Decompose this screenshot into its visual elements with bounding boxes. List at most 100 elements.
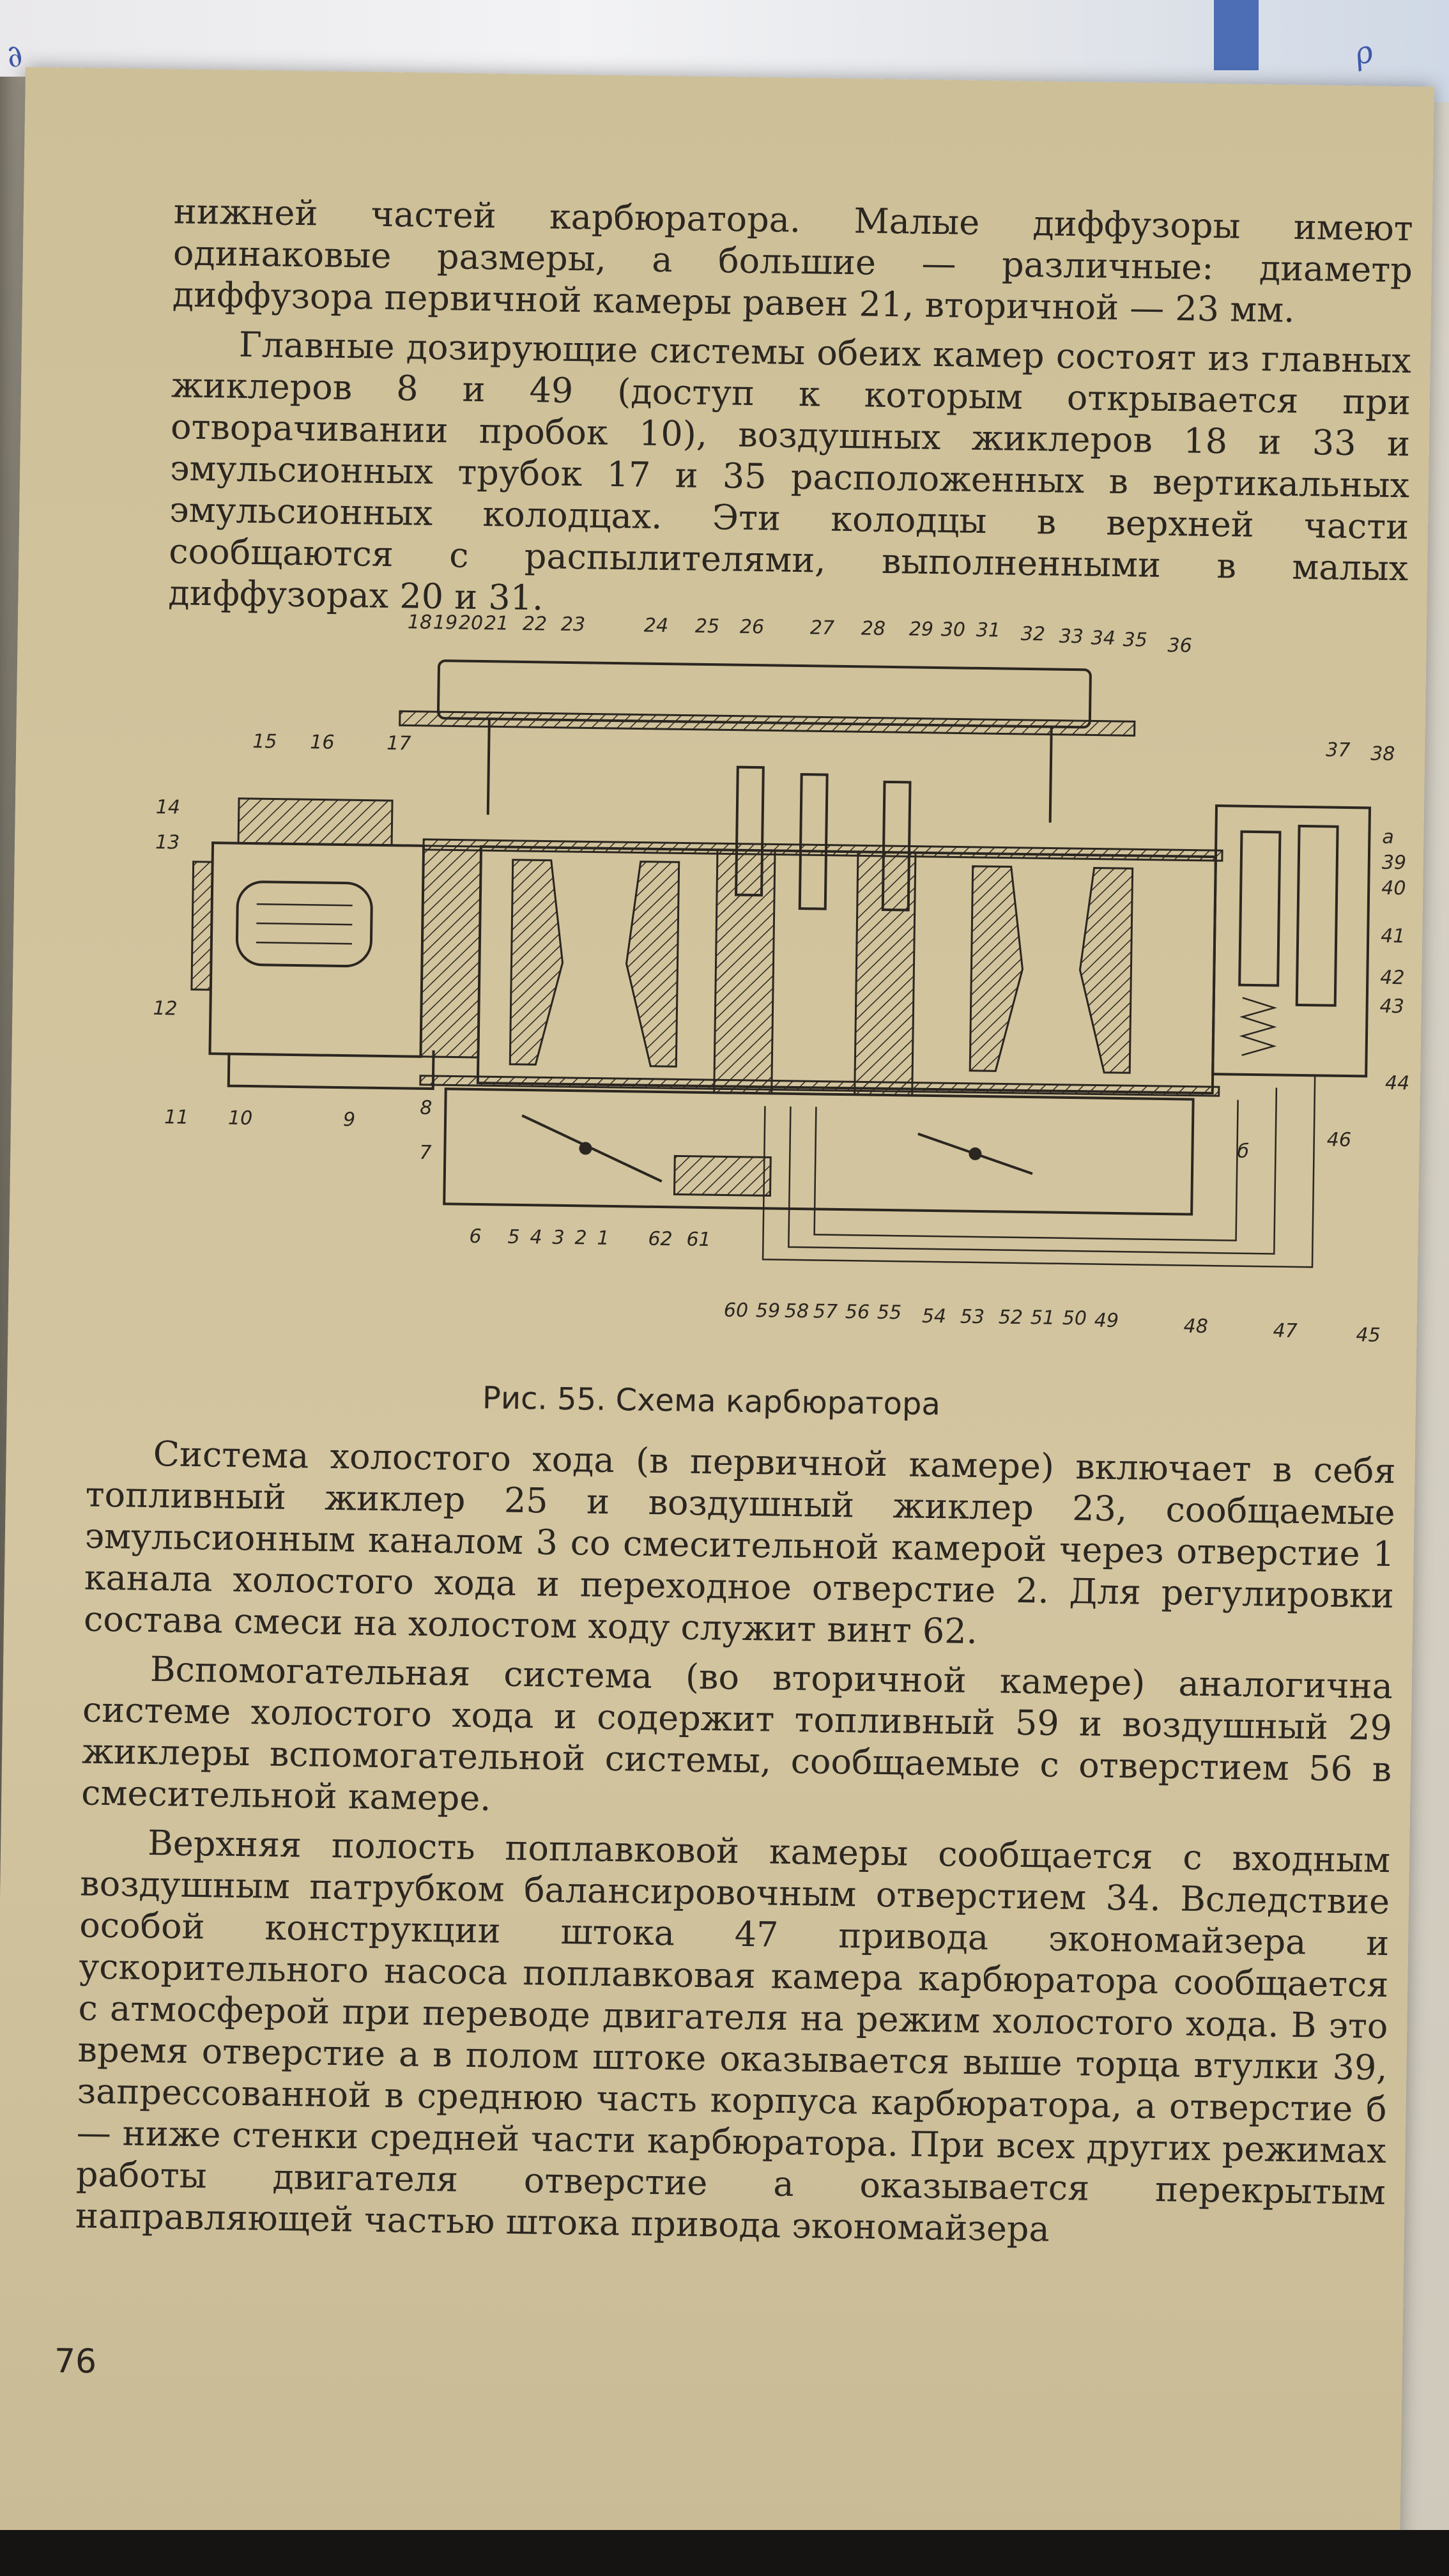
throttle-axis (579, 1142, 592, 1155)
label-37: 37 (1326, 739, 1351, 762)
body-gasket (422, 838, 1223, 862)
paragraph: нижней частей карбюратора. Малые диффузо… (172, 191, 1414, 330)
label-60: 60 (724, 1299, 749, 1322)
float-line (256, 922, 353, 926)
label-1: 1 (597, 1227, 610, 1250)
float (235, 880, 373, 968)
label-46: 46 (1327, 1129, 1352, 1152)
label-39: 39 (1382, 852, 1407, 875)
book-page: нижней частей карбюратора. Малые диффузо… (0, 67, 1434, 2553)
pump-housing (1211, 804, 1372, 1078)
label-16: 16 (310, 731, 335, 754)
label-6: 6 (469, 1225, 482, 1248)
paragraph: Вспомогательная система (во вторичной ка… (80, 1648, 1393, 1819)
label-17: 17 (387, 732, 411, 755)
label-13: 13 (155, 831, 180, 854)
float-line (256, 941, 352, 945)
label-18: 18 (408, 611, 433, 634)
label-53: 53 (960, 1306, 985, 1329)
label-52: 52 (999, 1306, 1023, 1329)
label-32: 32 (1021, 623, 1046, 646)
label-2: 2 (574, 1227, 587, 1249)
label-8: 8 (420, 1097, 433, 1119)
label-58: 58 (785, 1300, 809, 1323)
label-35: 35 (1123, 629, 1147, 652)
float-line (256, 903, 353, 907)
carburetor-diagram: 18 19 20 21 22 23 24 25 26 27 28 29 30 3… (153, 611, 1410, 1347)
primary-diffuser-right (625, 861, 680, 1068)
throttle-body (443, 1087, 1195, 1216)
float-chamber (208, 841, 425, 1058)
label-40: 40 (1381, 877, 1406, 900)
label-61: 61 (686, 1229, 711, 1252)
label-24: 24 (644, 615, 669, 638)
secondary-diffuser-right (1078, 866, 1134, 1074)
label-10: 10 (228, 1107, 253, 1130)
pump-plunger (1295, 824, 1339, 1007)
label-57: 57 (813, 1300, 838, 1323)
label-23: 23 (561, 613, 586, 636)
handwriting-mark: ρ (1350, 33, 1377, 73)
label-28: 28 (861, 617, 886, 640)
label-47: 47 (1273, 1319, 1298, 1342)
bottom-text-block: Система холостого хода (в первичной каме… (75, 1432, 1396, 2262)
top-text-block: нижней частей карбюратора. Малые диффузо… (168, 190, 1413, 638)
label-38: 38 (1370, 742, 1395, 765)
label-56: 56 (845, 1301, 870, 1324)
background-table (0, 2530, 1449, 2576)
label-43: 43 (1379, 995, 1404, 1018)
label-25: 25 (695, 615, 720, 638)
passage (788, 1087, 1278, 1255)
inlet-fitting (237, 797, 394, 847)
label-3: 3 (552, 1227, 565, 1249)
jet-25 (798, 773, 829, 910)
label-31: 31 (976, 619, 1001, 642)
label-27: 27 (810, 617, 835, 640)
label-50: 50 (1062, 1307, 1087, 1330)
label-36: 36 (1167, 634, 1192, 657)
label-11: 11 (164, 1106, 189, 1129)
label-29: 29 (909, 618, 934, 641)
label-26: 26 (740, 616, 765, 639)
spring (1239, 997, 1277, 1056)
economizer-rod (1238, 830, 1282, 987)
top-flange (399, 710, 1136, 737)
emulsion-well-primary (713, 848, 776, 1094)
secondary-diffuser-left (969, 865, 1023, 1072)
emulsion-well-secondary (854, 850, 917, 1097)
paragraph: Система холостого хода (в первичной каме… (83, 1434, 1396, 1652)
blue-object (1214, 0, 1259, 70)
label-20: 20 (459, 612, 484, 635)
label-12: 12 (153, 997, 178, 1020)
label-b: б (1237, 1140, 1249, 1163)
label-14: 14 (156, 796, 181, 819)
lower-gasket (419, 1075, 1220, 1097)
emulsion-tube-primary (734, 765, 765, 897)
body-wall-left (419, 845, 482, 1059)
label-33: 33 (1059, 625, 1084, 648)
label-34: 34 (1091, 627, 1116, 650)
emulsion-tube-secondary (881, 780, 912, 912)
label-a: а (1382, 826, 1394, 848)
label-62: 62 (648, 1228, 673, 1251)
primary-diffuser-left (509, 859, 564, 1066)
paragraph: Главные дозирующие системы обеих камер с… (168, 324, 1412, 618)
label-30: 30 (941, 618, 966, 641)
label-45: 45 (1356, 1324, 1381, 1347)
label-22: 22 (523, 613, 548, 636)
label-19: 19 (433, 611, 458, 634)
label-41: 41 (1381, 925, 1406, 948)
label-42: 42 (1380, 967, 1405, 990)
passage (762, 1075, 1316, 1268)
label-48: 48 (1183, 1315, 1208, 1338)
handwriting-mark: ∂ (1, 36, 28, 76)
label-4: 4 (530, 1226, 542, 1248)
label-7: 7 (419, 1142, 432, 1164)
label-59: 59 (756, 1300, 781, 1322)
float-chamber-plug (190, 861, 214, 991)
label-54: 54 (922, 1305, 947, 1328)
label-15: 15 (252, 730, 277, 753)
label-44: 44 (1385, 1072, 1410, 1095)
label-49: 49 (1094, 1310, 1119, 1333)
